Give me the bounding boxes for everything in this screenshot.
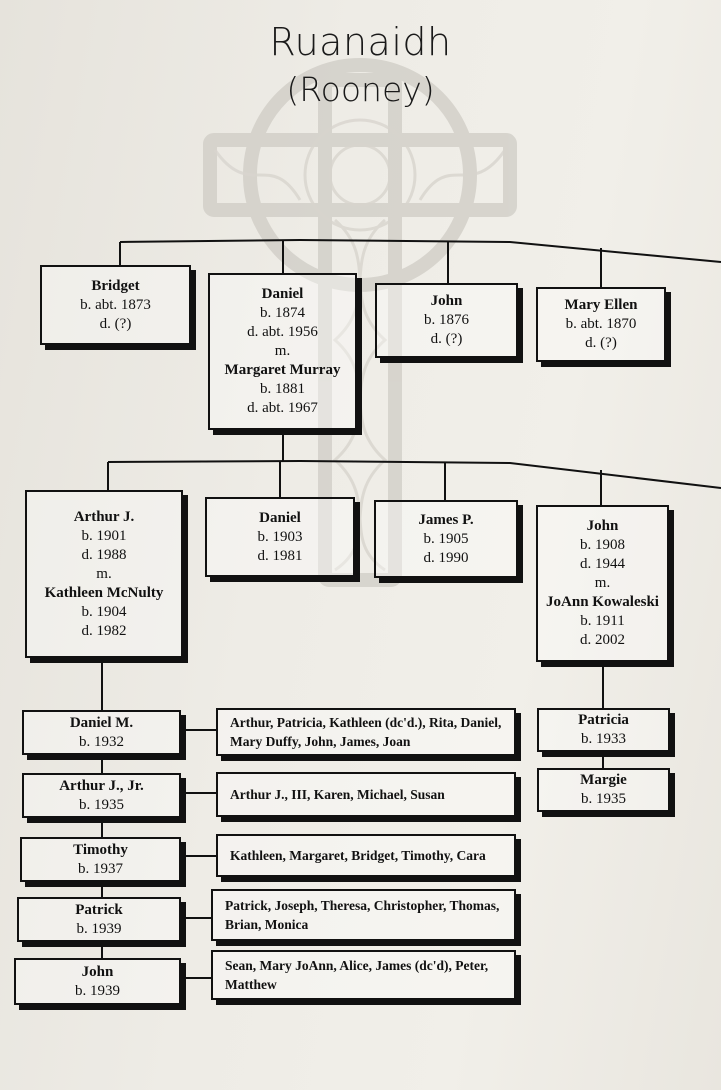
birth-date: b. 1908 (580, 537, 625, 553)
person-name: James P. (418, 511, 474, 528)
death-date: d. abt. 1956 (247, 324, 318, 340)
person-name: Daniel (261, 286, 304, 302)
person-daniel-sr: Daniel b. 1874 d. abt. 1956 m. Margaret … (208, 273, 357, 430)
spouse-birth-date: b. 1881 (260, 381, 305, 397)
birth-date: b. 1874 (260, 305, 305, 321)
person-name: Mary Ellen (564, 297, 638, 313)
person-name: Margie (580, 772, 627, 788)
spouse-name: Margaret Murray (224, 362, 341, 378)
person-daniel-m: Daniel M. b. 1932 (22, 710, 181, 755)
person-timothy: Timothy b. 1937 (20, 837, 181, 882)
birth-date: b. abt. 1873 (80, 296, 151, 313)
person-daniel-1903: Daniel b. 1903 d. 1981 (205, 497, 355, 577)
person-john-sr: John b. 1876 d. (?) (375, 283, 518, 358)
person-name: Daniel (259, 509, 301, 526)
person-name: Arthur J. (73, 508, 135, 525)
birth-date: b. 1901 (81, 527, 127, 544)
children-list-arthur-j-jr: Arthur J., III, Karen, Michael, Susan (216, 772, 516, 817)
birth-date: b. 1939 (76, 920, 122, 937)
spouse-death-date: d. abt. 1967 (247, 400, 318, 416)
married-marker: m. (274, 343, 291, 359)
person-name: John (430, 293, 463, 309)
birth-date: b. 1935 (581, 791, 626, 807)
children-list-timothy: Kathleen, Margaret, Bridget, Timothy, Ca… (216, 834, 516, 877)
birth-date: b. 1876 (424, 312, 469, 328)
birth-date: b. 1937 (78, 860, 123, 877)
married-marker: m. (96, 565, 112, 582)
married-marker: m. (594, 575, 611, 591)
birth-date: b. 1905 (423, 530, 469, 547)
person-arthur-j-jr: Arthur J., Jr. b. 1935 (22, 773, 181, 818)
person-patrick: Patrick b. 1939 (17, 897, 181, 942)
person-name: Timothy (73, 841, 128, 858)
death-date: d. 1988 (81, 546, 127, 563)
person-bridget: Bridget b. abt. 1873 d. (?) (40, 265, 191, 345)
birth-date: b. 1939 (75, 982, 120, 999)
spouse-death-date: d. 2002 (580, 632, 625, 648)
birth-date: b. 1935 (79, 796, 124, 813)
death-date: d. (?) (585, 335, 617, 351)
children-list-patrick: Patrick, Joseph, Theresa, Christopher, T… (211, 889, 516, 941)
death-date: d. 1944 (580, 556, 625, 572)
person-margie: Margie b. 1935 (537, 768, 670, 812)
spouse-name: Kathleen McNulty (44, 584, 164, 601)
person-name: Bridget (91, 277, 140, 294)
person-james-p: James P. b. 1905 d. 1990 (374, 500, 518, 578)
person-name: John (81, 963, 114, 980)
birth-date: b. 1933 (581, 731, 626, 747)
page-title: Ruanaidh (269, 20, 452, 64)
person-mary-ellen: Mary Ellen b. abt. 1870 d. (?) (536, 287, 666, 362)
spouse-name: JoAnn Kowaleski (546, 594, 659, 610)
person-john-1939: John b. 1939 (14, 958, 181, 1005)
person-name: Patricia (578, 712, 629, 728)
birth-date: b. 1903 (257, 528, 303, 545)
children-list-john-1939: Sean, Mary JoAnn, Alice, James (dc'd), P… (211, 950, 516, 1000)
person-name: John (586, 518, 619, 534)
page-subtitle: (Rooney) (286, 70, 435, 109)
birth-date: b. abt. 1870 (565, 316, 637, 332)
death-date: d. (?) (99, 315, 132, 332)
spouse-birth-date: b. 1911 (580, 613, 625, 629)
person-name: Daniel M. (69, 714, 134, 731)
person-name: Patrick (75, 901, 123, 918)
birth-date: b. 1932 (79, 733, 124, 750)
person-name: Arthur J., Jr. (59, 777, 144, 794)
death-date: d. 1990 (423, 549, 469, 566)
person-john-1908: John b. 1908 d. 1944 m. JoAnn Kowaleski … (536, 505, 669, 662)
spouse-birth-date: b. 1904 (81, 603, 127, 620)
spouse-death-date: d. 1982 (81, 622, 127, 639)
death-date: d. (?) (430, 331, 463, 347)
children-list-daniel-m: Arthur, Patricia, Kathleen (dc'd.), Rita… (216, 708, 516, 756)
person-arthur-j: Arthur J. b. 1901 d. 1988 m. Kathleen Mc… (25, 490, 183, 658)
death-date: d. 1981 (257, 547, 303, 564)
person-patricia: Patricia b. 1933 (537, 708, 670, 752)
